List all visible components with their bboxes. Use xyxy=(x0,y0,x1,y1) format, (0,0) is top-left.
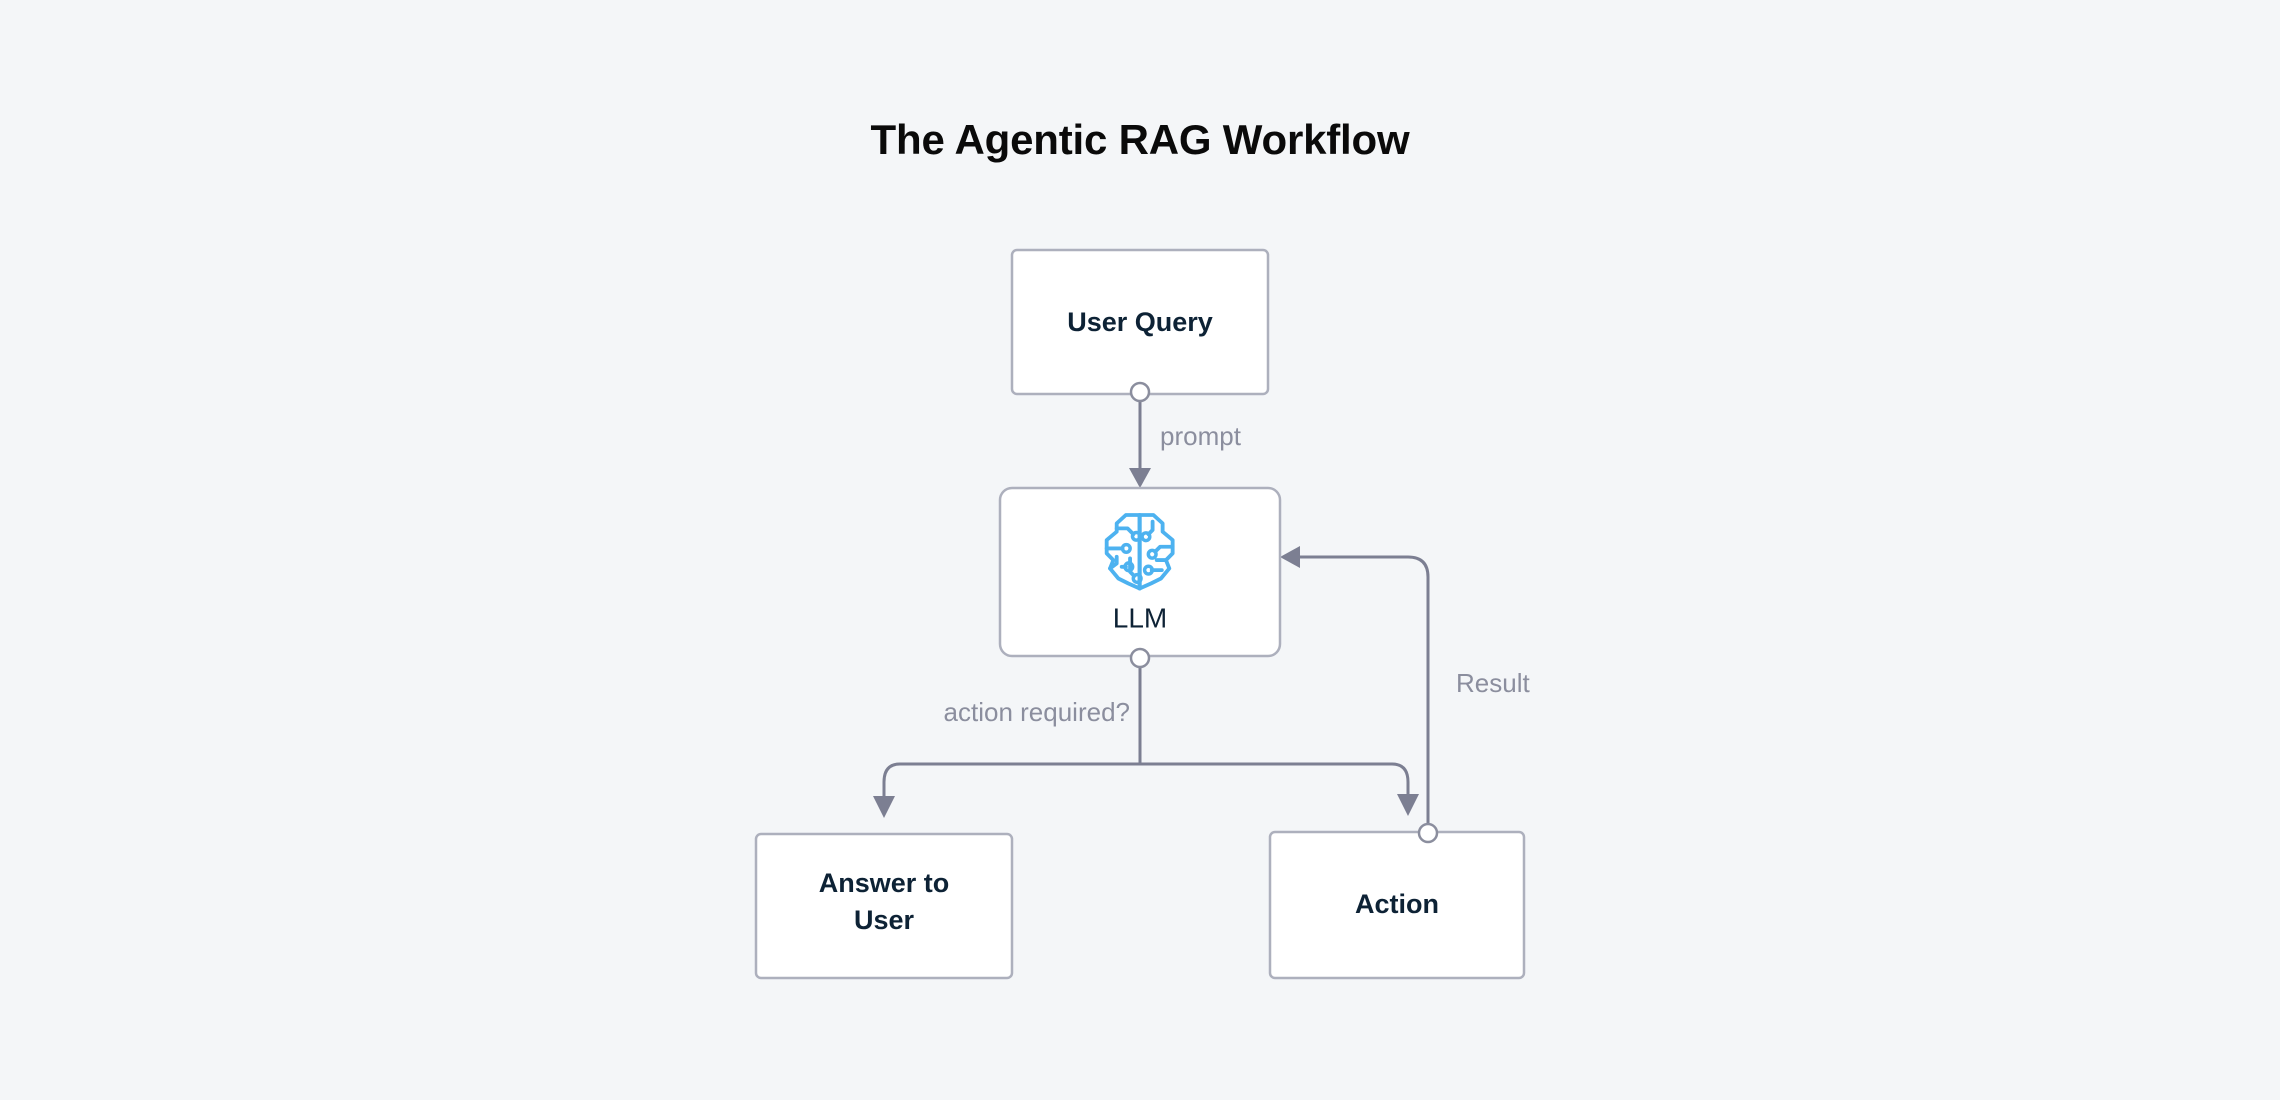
edge-action-required-right-branch xyxy=(1390,762,1410,800)
node-llm[interactable]: LLM xyxy=(998,486,1282,658)
node-user-query[interactable]: User Query xyxy=(1010,248,1270,396)
edge-result: Result xyxy=(1280,546,1530,835)
edge-prompt: prompt xyxy=(1129,390,1242,488)
handle-action-top[interactable] xyxy=(1417,822,1439,844)
handle-user-query-bottom[interactable] xyxy=(1129,381,1151,403)
edge-prompt-label: prompt xyxy=(1160,421,1242,451)
edge-action-required-trunk xyxy=(898,656,1394,766)
node-answer-to-user-box[interactable] xyxy=(754,832,1014,980)
edge-result-label: Result xyxy=(1456,668,1530,698)
node-action[interactable]: Action xyxy=(1268,830,1526,980)
handle-llm-bottom[interactable] xyxy=(1129,647,1151,669)
edge-result-line xyxy=(1294,555,1430,835)
edge-action-required-label: action required? xyxy=(944,697,1130,727)
node-action-box[interactable] xyxy=(1268,830,1526,980)
node-llm-label: LLM xyxy=(1113,602,1167,633)
node-action-label: Action xyxy=(1355,889,1439,919)
node-answer-to-user[interactable]: Answer to User xyxy=(754,832,1014,980)
edge-action-required: action required? xyxy=(873,656,1419,818)
edge-result-arrowhead xyxy=(1280,546,1300,568)
page-title: The Agentic RAG Workflow xyxy=(870,116,1410,163)
edge-action-arrowhead xyxy=(1397,794,1419,816)
edge-prompt-arrowhead xyxy=(1129,468,1151,488)
node-user-query-label: User Query xyxy=(1067,307,1213,337)
node-answer-to-user-label-line1: Answer to xyxy=(819,868,950,898)
edge-answer-arrowhead xyxy=(873,796,895,818)
edge-action-required-left-branch xyxy=(882,762,902,802)
node-answer-to-user-label-line2: User xyxy=(854,905,915,935)
brain-circuit-icon xyxy=(1104,513,1175,591)
